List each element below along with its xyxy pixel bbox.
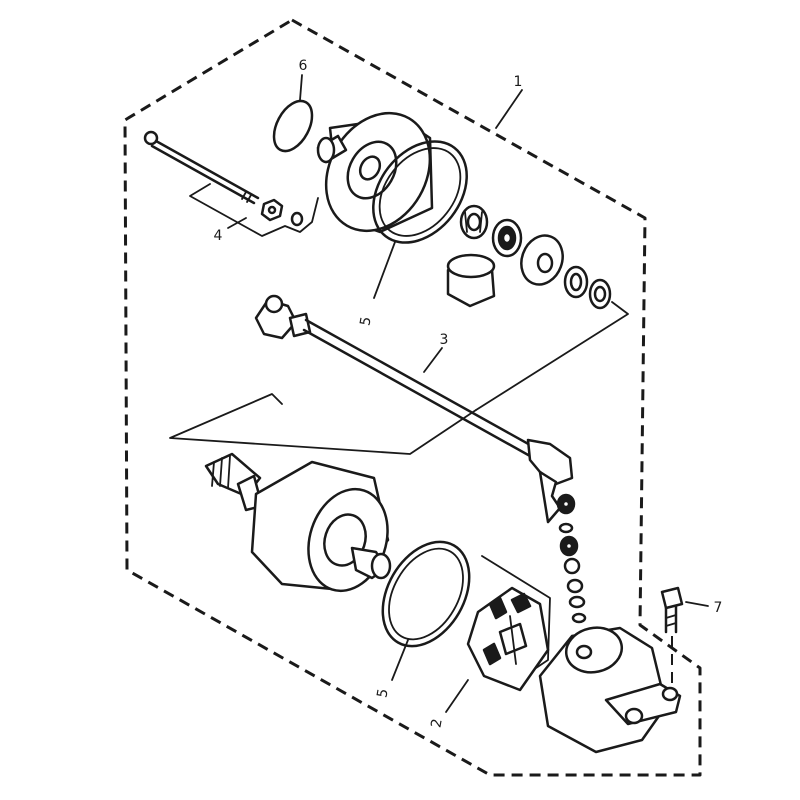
callout-2: 2 xyxy=(428,718,445,730)
leader-2 xyxy=(445,679,469,713)
o-ring-6 xyxy=(272,99,314,153)
callout-1: 1 xyxy=(514,74,523,90)
seal xyxy=(491,218,523,258)
leader-5-lower xyxy=(391,639,409,681)
washer-a xyxy=(563,265,589,299)
o-ring-5-lower-inner xyxy=(388,547,464,641)
leader-1 xyxy=(495,89,523,129)
armature xyxy=(204,452,392,593)
callout-3: 3 xyxy=(440,332,449,348)
o-ring-5-lower xyxy=(381,540,471,648)
callout-5-lower: 5 xyxy=(374,688,391,700)
through-bolt xyxy=(143,130,304,227)
brush-holder-2 xyxy=(466,586,550,692)
assembly-boundary xyxy=(123,18,702,777)
needle-bearing xyxy=(459,204,489,240)
bushing xyxy=(446,253,496,308)
end-cover xyxy=(538,626,682,754)
leader-7 xyxy=(685,601,709,607)
washer-b xyxy=(588,278,612,310)
leader-4 xyxy=(227,217,247,229)
terminal-hardware xyxy=(556,493,587,624)
leader-3 xyxy=(423,347,443,373)
front-cover xyxy=(316,111,434,234)
callout-5-upper: 5 xyxy=(357,316,374,328)
callout-7: 7 xyxy=(714,600,723,616)
leader-6 xyxy=(299,74,303,101)
leader-frame-brush xyxy=(481,555,551,669)
lead-cable-3 xyxy=(254,294,574,524)
leader-frame-armature xyxy=(169,393,477,455)
callout-4: 4 xyxy=(214,228,223,244)
o-ring-5-upper-inner xyxy=(378,147,462,237)
thrust-washer xyxy=(520,234,564,286)
mounting-bolt-7 xyxy=(660,586,684,634)
leader-washer-stack xyxy=(475,301,629,411)
bracket-4 xyxy=(189,183,319,237)
o-ring-5-upper xyxy=(372,140,468,244)
leader-5-upper xyxy=(373,241,396,299)
callout-6: 6 xyxy=(299,58,308,74)
